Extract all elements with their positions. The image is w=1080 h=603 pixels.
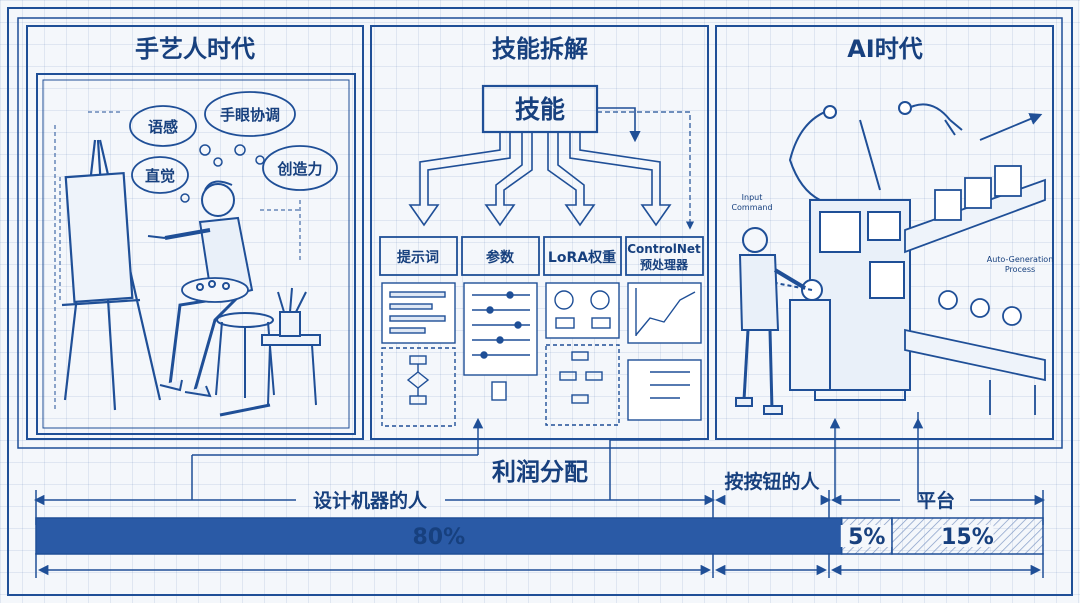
ai-panel: AI时代 Input Command Auto-Generation Proce… xyxy=(715,25,1054,440)
profit-top-dimensions: 设计机器的人 按按钮的人 平台 xyxy=(33,470,1046,525)
skill-controlnet: ControlNet xyxy=(627,242,701,256)
segment-label-operators: 按按钮的人 xyxy=(724,470,820,493)
profit-segment-designers xyxy=(35,517,843,555)
profit-section: 利润分配 设计机器的人 按按钮的人 平台 xyxy=(33,412,1046,578)
value-label-backdrop xyxy=(840,525,893,547)
profit-bar: 80% 5% 15% xyxy=(35,517,1044,555)
value-label-backdrop xyxy=(941,525,994,547)
skills-title: 技能拆解 xyxy=(492,35,588,63)
skill-prompt: 提示词 xyxy=(397,250,439,266)
bubble-language: 语感 xyxy=(148,118,178,136)
skill-params: 参数 xyxy=(486,249,515,266)
input-label: Input xyxy=(742,193,763,202)
bubble-creativity: 创造力 xyxy=(276,160,322,178)
easel xyxy=(61,139,162,411)
generation-machine xyxy=(759,101,963,401)
profit-title: 利润分配 xyxy=(492,458,588,486)
bubble-coordination: 手眼协调 xyxy=(220,106,280,124)
bubble-intuition: 直觉 xyxy=(145,167,175,185)
profit-bottom-dimensions xyxy=(35,553,1044,578)
skill-lora: LoRA权重 xyxy=(548,249,616,266)
command-label: Command xyxy=(731,203,772,212)
skill-center-box xyxy=(481,84,599,134)
outer-frame xyxy=(7,7,1073,596)
segment-label-platform: 平台 xyxy=(917,489,955,512)
button-operator xyxy=(735,227,807,415)
stool-and-table xyxy=(215,287,321,417)
top-frame xyxy=(17,17,1063,449)
skill-boxes: 提示词 参数 LoRA权重 ControlNet 预处理器 xyxy=(379,236,704,276)
dimension-lines xyxy=(54,111,301,410)
craftsman-title: 手艺人时代 xyxy=(135,35,255,63)
skills-panel: 技能拆解 技能 提示词 参数 LoRA权重 ControlNet 预处理器 xyxy=(370,25,709,440)
profit-segment-platform-value: 15% xyxy=(941,525,994,550)
thought-bubbles: 语感 手眼协调 直觉 创造力 xyxy=(129,91,338,203)
process-label: Process xyxy=(1005,265,1035,274)
conveyor-belt xyxy=(904,113,1046,415)
skill-preprocessor: 预处理器 xyxy=(640,257,689,272)
profit-segment-operators-value: 5% xyxy=(848,525,885,550)
skill-arrows xyxy=(408,107,695,230)
artist-figure xyxy=(147,180,254,398)
skill-sketches xyxy=(381,282,702,427)
auto-generation-label: Auto-Generation xyxy=(987,255,1054,264)
skill-center-label: 技能 xyxy=(515,95,565,124)
profit-segment-designers-value: 80% xyxy=(412,525,465,550)
segment-label-designers: 设计机器的人 xyxy=(313,489,428,512)
ai-title: AI时代 xyxy=(847,35,923,63)
craftsman-panel: 手艺人时代 语感 手眼协调 直觉 创造力 xyxy=(26,25,364,440)
profit-connectors xyxy=(191,412,924,500)
